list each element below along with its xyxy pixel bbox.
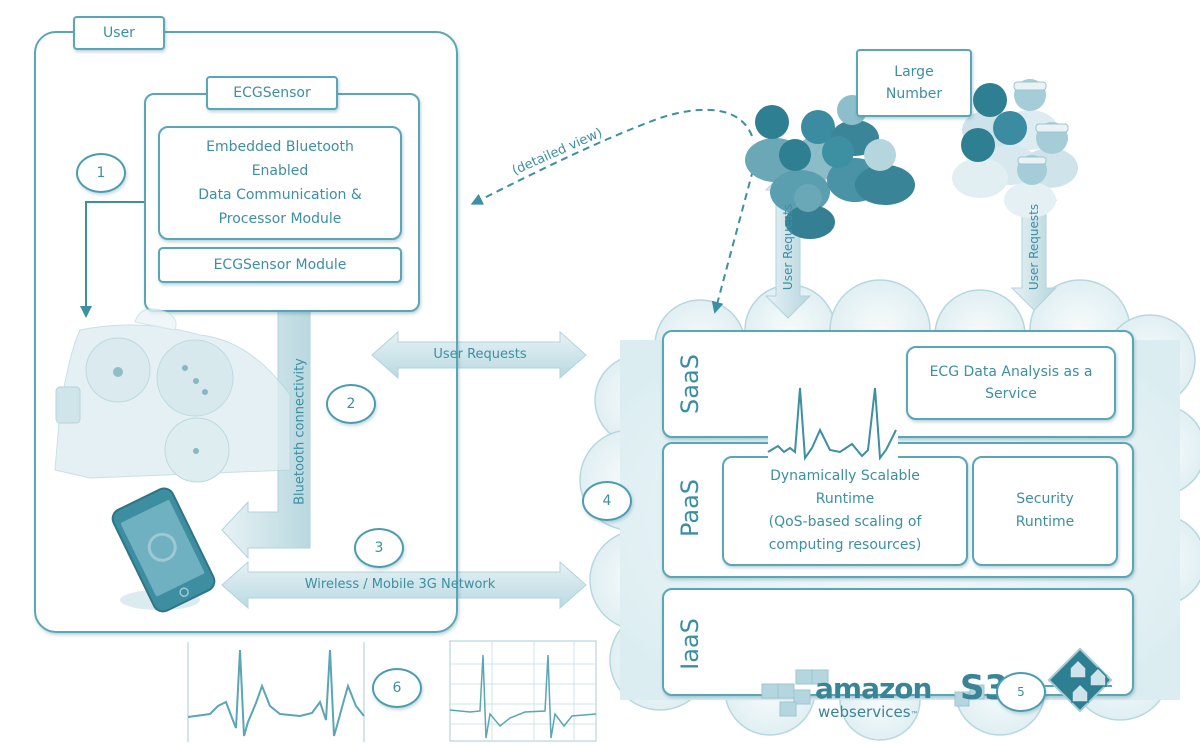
ecg-sensor-title-text: ECGSensor [233,85,311,101]
large-number-label: Large Number [856,49,972,117]
processor-line-1: Embedded Bluetooth [206,139,354,155]
step-6-number: 6 [392,680,402,696]
user-requests-double-arrow [371,330,587,380]
processor-module-box: Embedded Bluetooth Enabled Data Communic… [158,126,402,240]
web-services-text: webservices™ [818,703,919,721]
step-2-number: 2 [346,396,356,412]
step-5-badge: 5 [996,672,1046,712]
sensor-module-label: ECGSensor Module [213,257,347,273]
user-panel-title: User [73,16,165,50]
step-4-number: 4 [602,493,612,509]
step-3-badge: 3 [354,528,404,568]
runtime-line-3: (QoS-based scaling of [768,514,922,530]
processor-line-3: Data Communication & [198,187,362,203]
saas-label: SaaS [676,354,704,414]
sensor-module-box: ECGSensor Module [158,247,402,283]
vertical-user-requests-label-2: User Requests [1027,203,1041,291]
user-requests-label: User Requests [433,347,527,362]
processor-line-4: Processor Module [218,211,342,227]
wireless-double-arrow [221,560,587,610]
trademark-symbol: ™ [910,710,919,719]
bluetooth-label: Bluetooth connectivity [292,358,308,505]
web-services-label: webservices [818,703,911,721]
runtime-line-1: Dynamically Scalable [770,468,920,484]
runtime-line-2: Runtime [815,491,875,507]
amazon-logo-text: amazon [815,672,932,705]
processor-line-2: Enabled [251,163,309,179]
vertical-user-requests-label-1: User Requests [781,203,795,291]
wireless-label: Wireless / Mobile 3G Network [304,577,496,592]
scalable-runtime-box: Dynamically Scalable Runtime (QoS-based … [722,456,968,566]
service-line-2: Service [985,386,1037,402]
connector-arrow-1 [80,201,145,318]
large-number-line-1: Large [894,64,934,80]
security-runtime-box: Security Runtime [972,456,1118,566]
user-panel [34,31,458,633]
large-number-line-2: Number [885,86,943,102]
step-2-badge: 2 [326,384,376,424]
ecg-sensor-title: ECGSensor [206,76,338,110]
service-line-1: ECG Data Analysis as a [929,364,1093,380]
iaas-label: IaaS [676,618,704,670]
user-title-text: User [103,25,135,41]
runtime-line-4: computing resources) [768,537,922,553]
security-line-2: Runtime [1015,514,1075,530]
step-3-number: 3 [374,540,384,556]
step-1-number: 1 [96,165,106,181]
step-4-badge: 4 [582,481,632,521]
ecg-analysis-service-box: ECG Data Analysis as a Service [906,346,1116,420]
detailed-view-dashed-arrow [470,108,753,205]
cloud-dashed-arrow [711,169,754,314]
step-5-number: 5 [1017,685,1025,699]
step-6-badge: 6 [372,668,422,708]
security-line-1: Security [1016,491,1074,507]
paas-label: PaaS [676,478,704,538]
step-1-badge: 1 [76,153,126,193]
